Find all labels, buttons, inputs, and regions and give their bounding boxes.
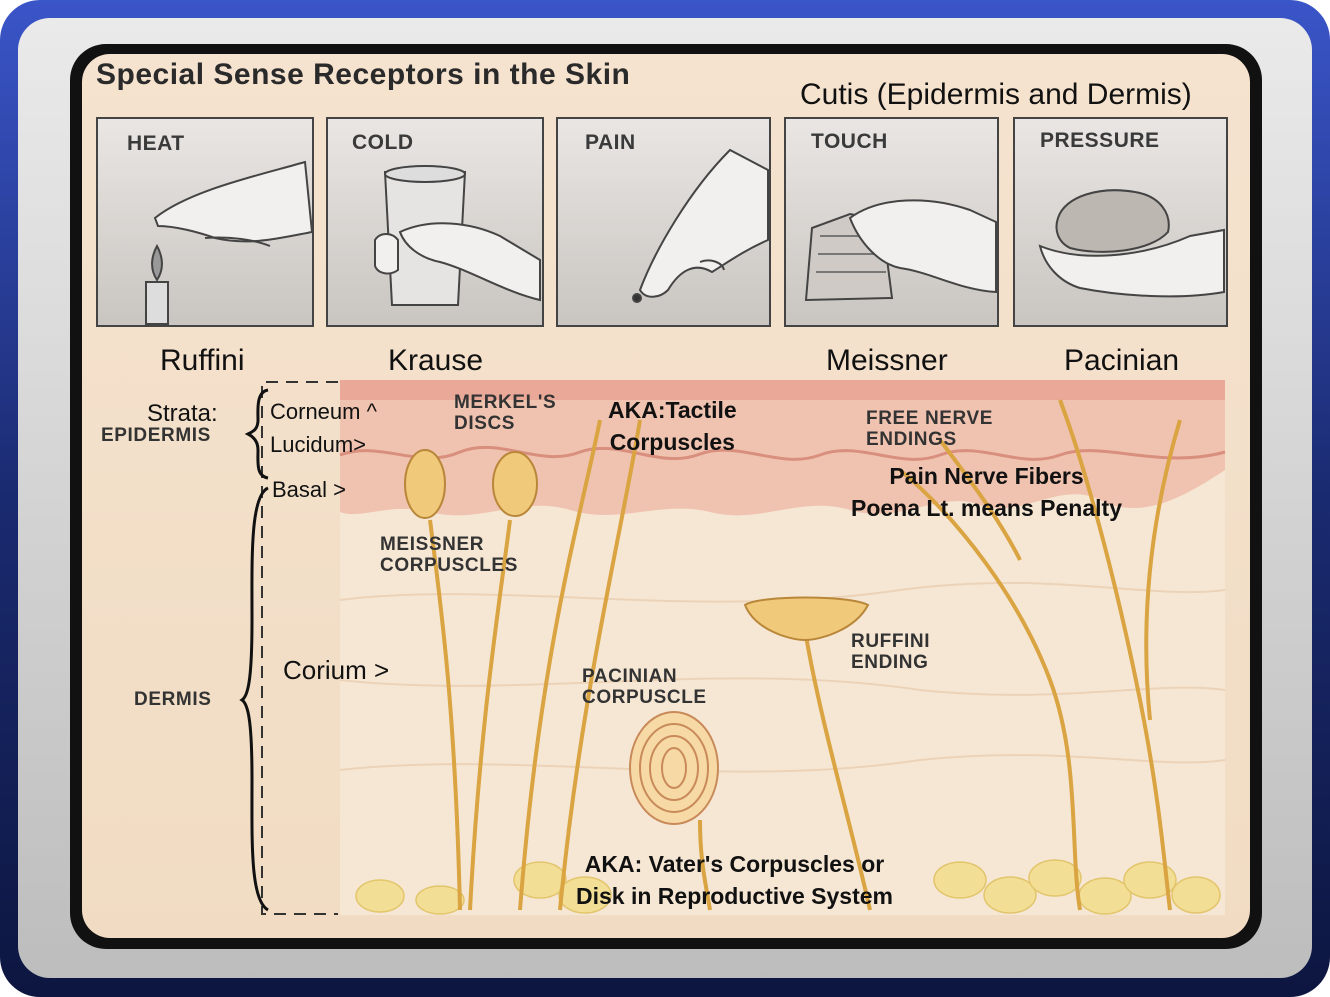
ruffini-ending-shape	[743, 596, 870, 642]
nerve-fibers	[428, 399, 1182, 911]
stratum-basal-label: Basal >	[272, 477, 346, 502]
meissner-corpuscles-shape	[404, 449, 538, 519]
hand-touch-object-icon	[804, 199, 997, 302]
skin-cross-section	[339, 380, 1226, 915]
epidermis-brace	[244, 388, 269, 480]
dermis-label: DERMIS	[134, 689, 212, 710]
receptor-name-ruffini: Ruffini	[160, 344, 245, 377]
pacinian-corpuscle-shape	[629, 711, 719, 825]
receptor-name-krause: Krause	[388, 344, 484, 377]
stratum-lucidum-label: Lucidum>	[270, 432, 367, 457]
pin-prick-finger-icon	[632, 148, 769, 303]
strata-heading: Strata:	[147, 400, 218, 427]
strata-bracket	[261, 381, 338, 915]
panel-label-cold: COLD	[352, 131, 414, 154]
stratum-corneum-label: Corneum ^	[270, 399, 377, 424]
corium-label: Corium >	[283, 655, 390, 685]
dermis-brace	[239, 486, 269, 912]
receptor-name-pacinian: Pacinian	[1064, 344, 1180, 377]
ice-glass-hand-icon	[374, 165, 541, 306]
receptor-name-meissner: Meissner	[826, 344, 948, 377]
panel-label-heat: HEAT	[127, 132, 185, 155]
epidermis-label: EPIDERMIS	[101, 425, 211, 446]
candle-flame-hand-icon	[145, 160, 314, 325]
page-title: Special Sense Receptors in the Skin	[96, 58, 631, 91]
hand-press-stone-icon	[1038, 189, 1225, 298]
page-subtitle: Cutis (Epidermis and Dermis)	[800, 78, 1192, 111]
panel-label-touch: TOUCH	[811, 130, 888, 153]
panel-label-pressure: PRESSURE	[1040, 129, 1160, 152]
panel-label-pain: PAIN	[585, 131, 636, 154]
